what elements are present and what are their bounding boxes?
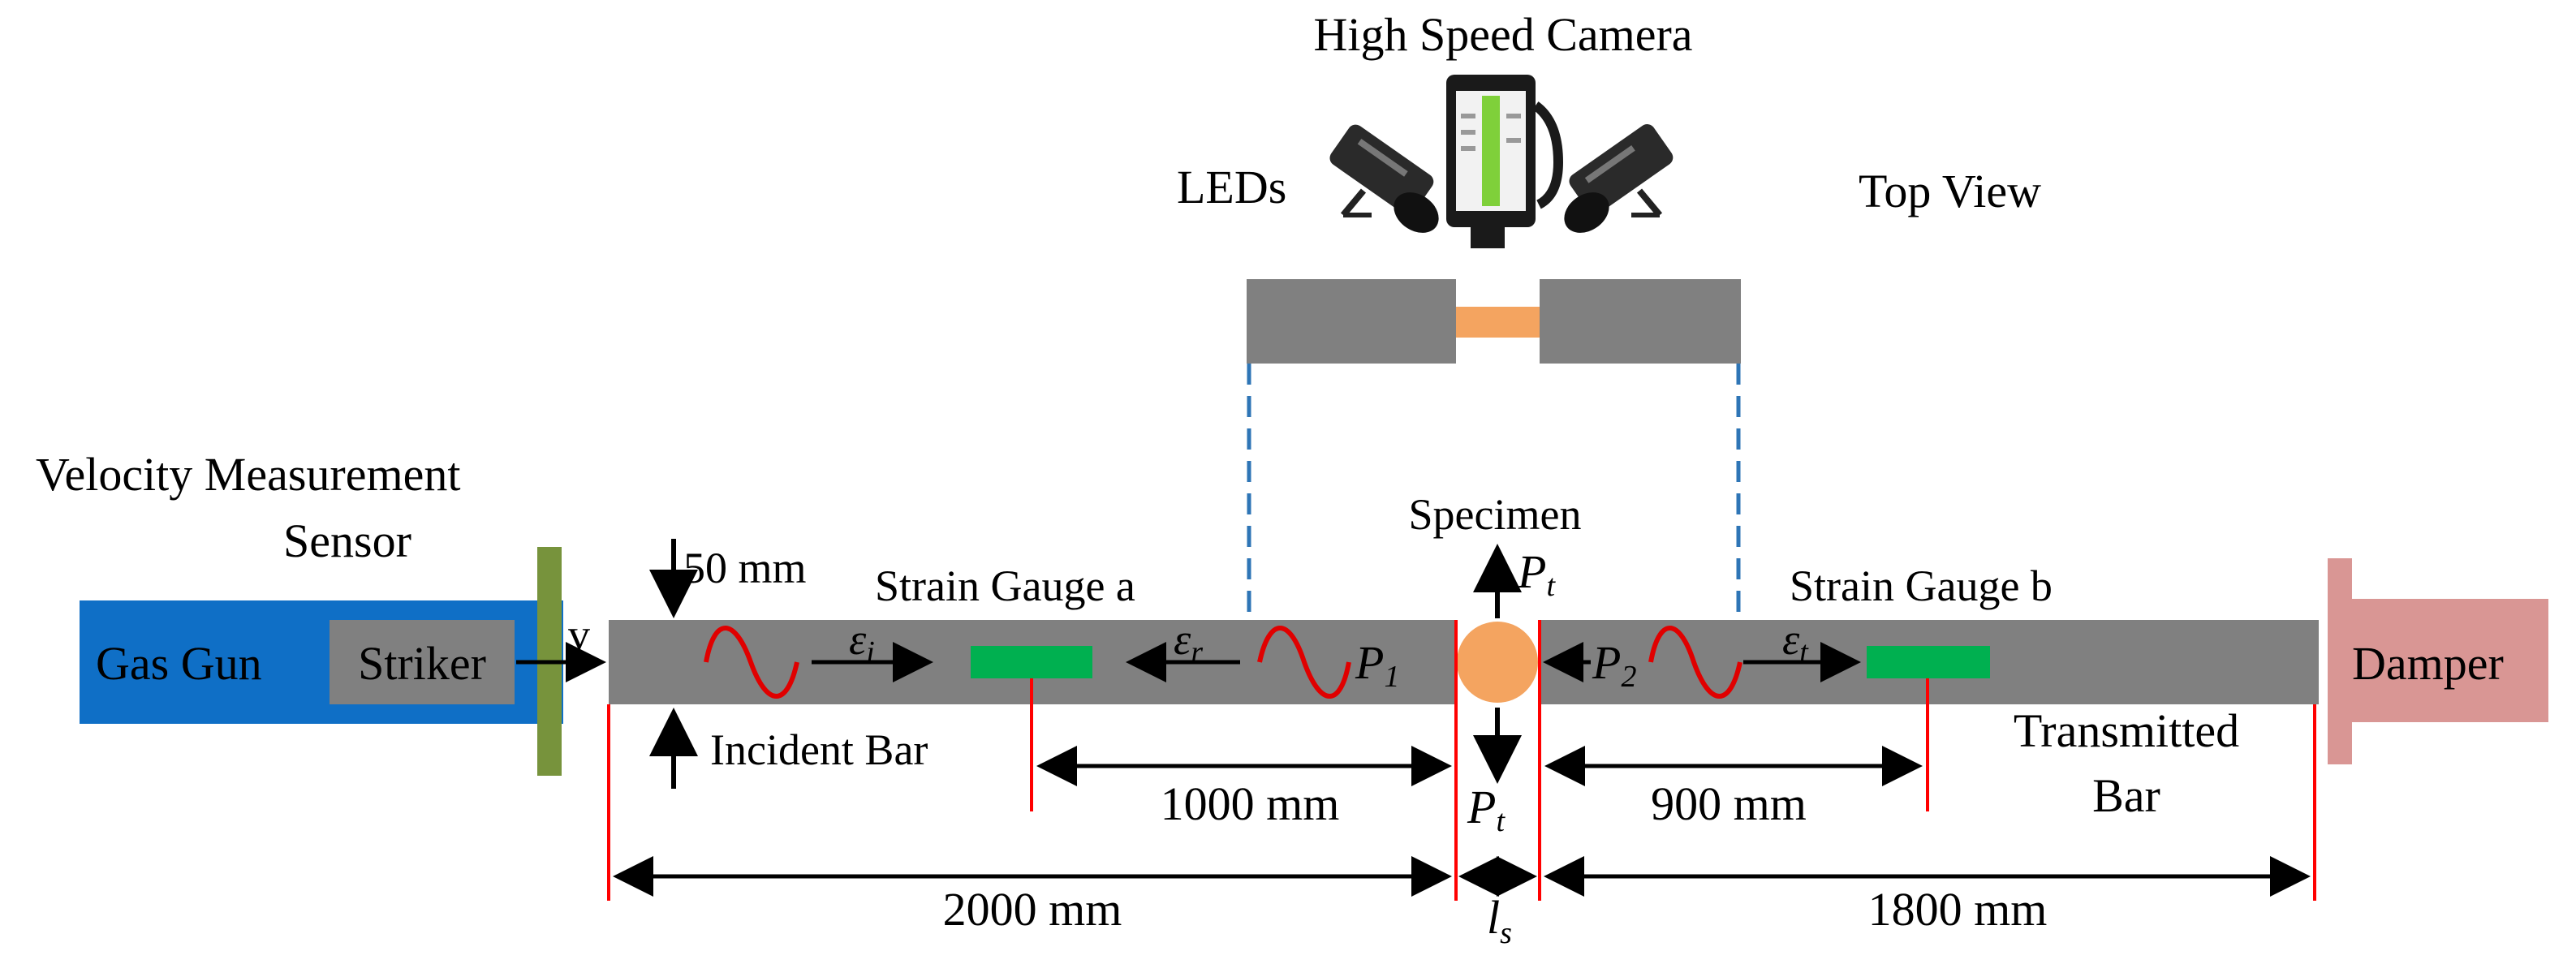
incident-wave [704, 626, 799, 699]
eps-i-label: εi [849, 615, 875, 669]
transmitted-wave [1648, 626, 1742, 699]
top-view-specimen [1456, 307, 1540, 338]
leds-label: LEDs [1177, 161, 1286, 213]
strain-gauge-a [971, 646, 1092, 678]
velocity-symbol: v [568, 610, 590, 659]
left-led-icon [1329, 124, 1439, 233]
reflected-wave [1257, 626, 1351, 699]
dim-incident-label: 2000 mm [943, 883, 1122, 936]
top-view-incident-bar [1247, 279, 1456, 364]
strain-gauge-a-label: Strain Gauge a [875, 562, 1135, 610]
dim-transmitted-label: 1800 mm [1868, 883, 2048, 936]
strain-gauge-b [1867, 646, 1990, 678]
pt-down-label: Pt [1467, 781, 1506, 838]
damper [2328, 558, 2548, 764]
transmitted-bar-label-line2: Bar [2092, 769, 2160, 822]
sensor-label-line1: Velocity Measurement [36, 448, 460, 501]
bar-diameter-label: 50 mm [683, 544, 807, 592]
incident-bar-label: Incident Bar [710, 725, 928, 774]
damper-label: Damper [2352, 637, 2504, 690]
striker [330, 620, 515, 704]
striker-label: Striker [358, 637, 486, 690]
dim-specimen-label: ls [1487, 891, 1512, 950]
dim-gauge-b-label: 900 mm [1651, 777, 1807, 830]
gas-gun-label: Gas Gun [96, 637, 262, 690]
pt-up-label: Pt [1517, 545, 1556, 603]
sensor-label-line2: Sensor [283, 514, 411, 567]
p2-label: P2 [1592, 636, 1636, 694]
p1-label: P1 [1355, 636, 1399, 694]
transmitted-bar-label-line1: Transmitted [2014, 704, 2239, 757]
top-view-label: Top View [1859, 165, 2041, 217]
camera-icon [1446, 75, 1564, 248]
specimen-label: Specimen [1409, 490, 1582, 539]
right-led-icon [1564, 124, 1674, 233]
dim-gauge-a-label: 1000 mm [1161, 777, 1340, 830]
strain-gauge-b-label: Strain Gauge b [1790, 562, 2053, 610]
camera-title: High Speed Camera [1313, 8, 1692, 61]
specimen [1457, 622, 1538, 703]
top-view-transmitted-bar [1540, 279, 1741, 364]
